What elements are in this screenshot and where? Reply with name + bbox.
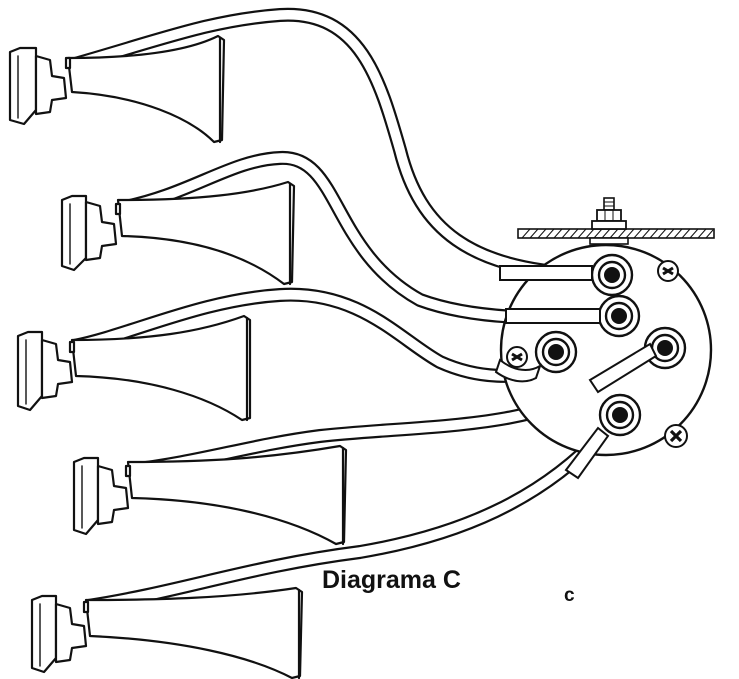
air-tube-1 <box>66 7 581 281</box>
air-tube-5 <box>86 429 608 613</box>
corner-letter: c <box>564 585 575 606</box>
mounting-screw-icon <box>506 260 688 448</box>
valve-port-2 <box>597 294 641 338</box>
horn-2 <box>60 180 296 286</box>
valve-port-5 <box>598 393 642 437</box>
mounting-bracket <box>517 197 715 245</box>
mounting-bolt-icon <box>589 197 629 245</box>
valve-housing <box>499 243 713 457</box>
air-tube-3 <box>72 287 541 383</box>
diagram-caption: Diagrama C <box>322 566 461 594</box>
tube-fittings <box>494 265 658 480</box>
horn-1 <box>8 34 226 144</box>
horn-4 <box>72 444 348 546</box>
air-tubes <box>66 7 659 613</box>
valve-port-4 <box>643 326 687 370</box>
horn-5 <box>30 586 304 679</box>
trumpet-horns <box>8 34 348 679</box>
horn-3 <box>16 314 252 422</box>
valve-port-3 <box>534 330 578 374</box>
valve-port-1 <box>590 253 634 297</box>
